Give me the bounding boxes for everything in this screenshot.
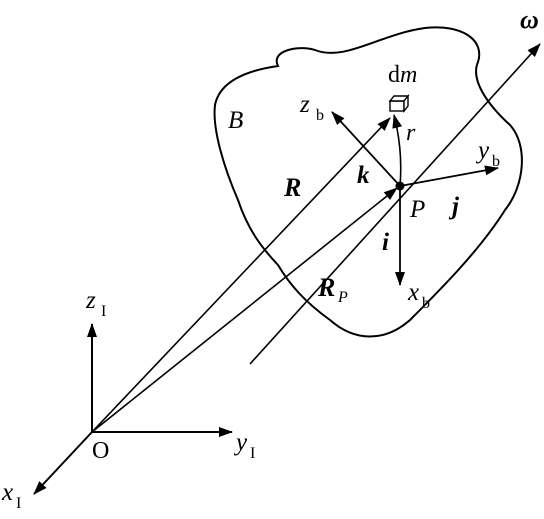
axis-xI (33, 431, 93, 495)
label-i: i (382, 229, 389, 256)
vector-omega (249, 43, 541, 365)
label-RP: R (317, 273, 335, 302)
label-yb-sub: b (492, 153, 500, 170)
point-P (395, 181, 405, 191)
axis-zb (331, 111, 401, 187)
label-body-B: B (228, 107, 243, 134)
label-dm: dm (388, 62, 417, 88)
label-origin-O: O (92, 438, 109, 464)
label-zb-sub: b (316, 107, 324, 124)
label-xb-sub: b (422, 295, 430, 312)
label-RP-sub: P (337, 289, 348, 306)
vector-RP (91, 187, 398, 433)
label-j: j (448, 193, 460, 220)
label-k: k (357, 162, 370, 189)
label-xI-sub: I (16, 495, 21, 512)
label-zI: z (85, 287, 96, 314)
label-xb: x (407, 279, 419, 306)
label-P: P (409, 196, 425, 223)
body-outline (213, 26, 523, 338)
vector-r (392, 114, 403, 187)
label-yb: y (475, 137, 490, 164)
label-yI-sub: I (250, 445, 255, 462)
label-yI: y (233, 429, 248, 456)
label-omega: ω (520, 5, 539, 34)
label-zI-sub: I (101, 303, 106, 320)
axis-yb (399, 165, 499, 187)
mass-element-cube (388, 94, 410, 113)
label-xI: x (1, 479, 13, 506)
label-r: r (406, 120, 416, 146)
vector-R (91, 117, 391, 433)
label-zb: z (299, 91, 310, 118)
label-R: R (283, 173, 301, 202)
